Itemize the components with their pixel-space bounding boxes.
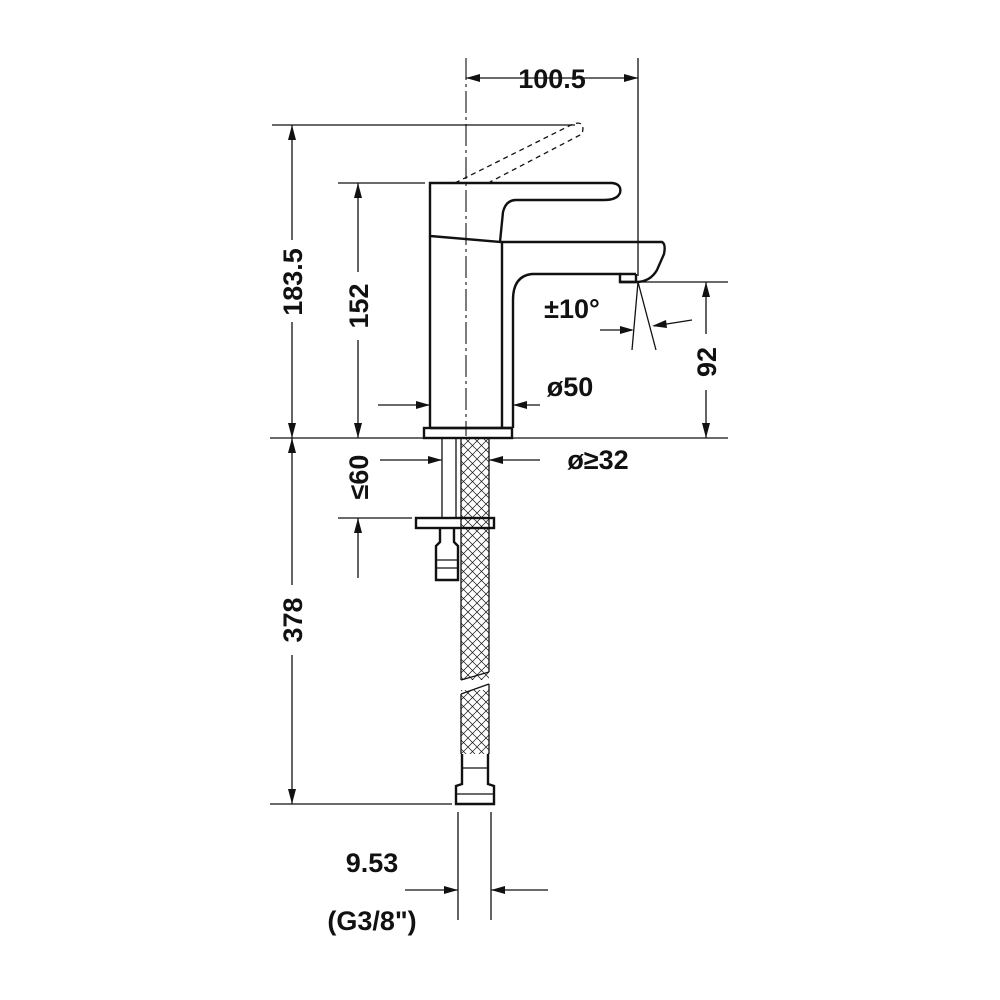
dim-connector-diameter: 9.53 xyxy=(346,848,399,878)
hose-upper xyxy=(461,438,489,680)
dim-tilt-angle: ±10° xyxy=(544,294,600,324)
small-connector xyxy=(434,528,460,582)
mounting-rod xyxy=(441,437,457,519)
faucet-outline xyxy=(422,122,666,440)
lever-raised-dashed xyxy=(454,122,584,184)
dim-spout-reach: 100.5 xyxy=(518,64,586,94)
dim-deck-thickness: ≤60 xyxy=(344,455,374,500)
hose-fitting xyxy=(454,754,496,806)
dim-thread-spec: (G3/8") xyxy=(327,906,416,936)
dim-hose-length: 378 xyxy=(278,597,308,642)
faucet-body xyxy=(428,236,666,428)
dimension-lines xyxy=(288,74,710,894)
dim-hole-diameter: ø≥32 xyxy=(567,445,628,475)
dim-outlet-height: 92 xyxy=(692,347,722,377)
extension-lines xyxy=(270,58,728,805)
dim-body-diameter: ø50 xyxy=(547,372,594,402)
under-deck-parts xyxy=(414,437,496,920)
spout-outlet xyxy=(620,272,638,284)
hose-lower xyxy=(461,690,489,754)
faucet-base-plate xyxy=(422,426,514,440)
lever-handle xyxy=(428,181,622,244)
dim-body-height: 152 xyxy=(344,283,374,328)
dim-total-height: 183.5 xyxy=(278,248,308,316)
